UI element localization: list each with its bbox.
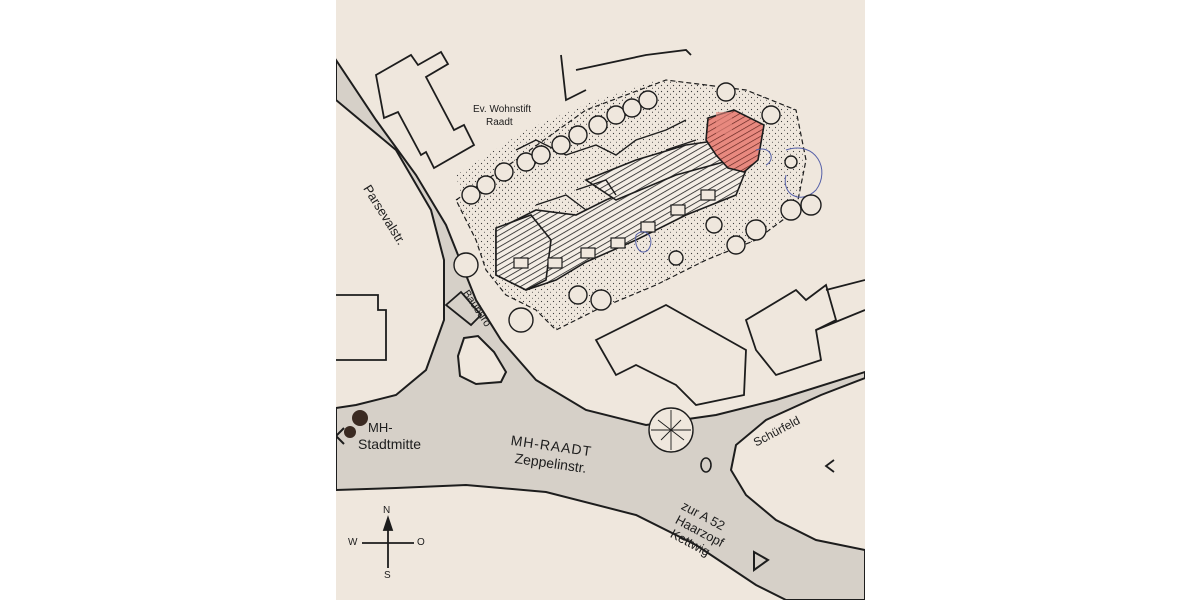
compass-west: W	[348, 537, 358, 548]
label-stadtmitte: Stadtmitte	[358, 436, 422, 452]
compass-rose	[362, 515, 414, 568]
direction-arrows	[336, 427, 770, 572]
pen-marks	[635, 147, 823, 253]
site-plan-map: Ev. Wohnstift Raadt Parsevalstr. Baubüro…	[336, 0, 865, 600]
roads-area	[336, 58, 865, 600]
label-mh: MH-	[368, 420, 393, 435]
compass-north: N	[383, 505, 391, 516]
residential-complex	[495, 109, 765, 291]
map-graphics	[336, 49, 865, 600]
compass-east: O	[417, 537, 425, 548]
traffic-island	[456, 334, 508, 386]
trees	[453, 82, 822, 453]
neighbour-buildings	[336, 49, 865, 473]
label-wohnstift-line1: Ev. Wohnstift	[473, 104, 531, 115]
compass-south: S	[384, 570, 391, 581]
label-wohnstift-line2: Raadt	[486, 117, 513, 128]
garden-area	[456, 80, 706, 215]
bollard	[700, 457, 712, 473]
